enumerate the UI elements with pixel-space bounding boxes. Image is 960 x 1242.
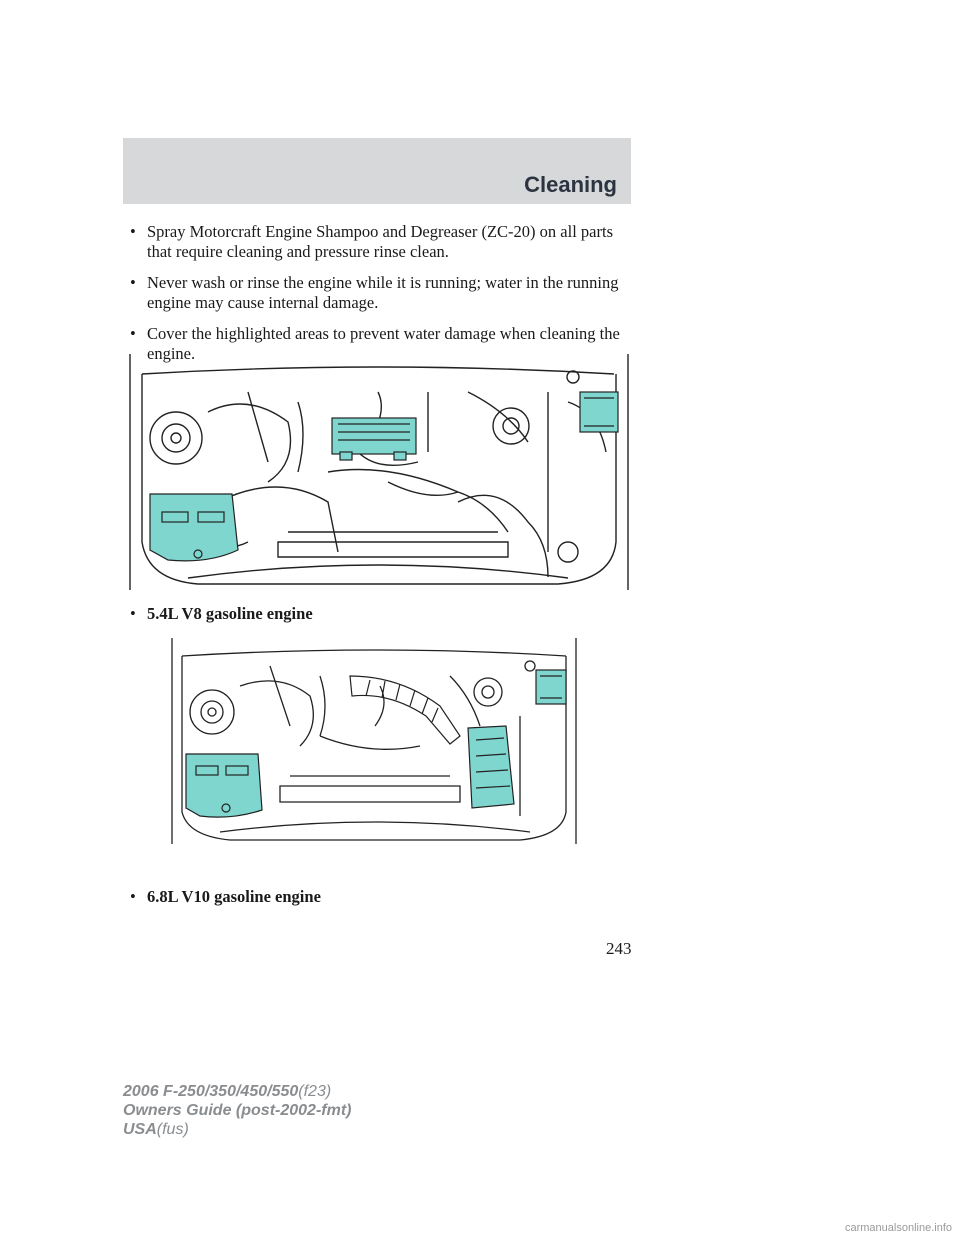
footer-guide: Owners Guide (post-2002-fmt) (123, 1102, 352, 1119)
figure-caption: • 5.4L V8 gasoline engine (127, 604, 313, 624)
list-item: • Never wash or rinse the engine while i… (127, 273, 637, 313)
bullet-icon: • (130, 887, 136, 906)
section-header: Cleaning (123, 138, 631, 204)
footer-model-code: (f23) (298, 1083, 332, 1100)
footer-model: 2006 F-250/350/450/550 (123, 1083, 299, 1100)
bullet-text: Spray Motorcraft Engine Shampoo and Degr… (147, 222, 613, 261)
highlight-fuse-box (579, 391, 619, 433)
bullet-icon: • (130, 222, 136, 241)
bullet-text: Never wash or rinse the engine while it … (147, 273, 619, 312)
bullet-text: Cover the highlighted areas to prevent w… (147, 324, 620, 363)
engine-illustration (129, 354, 629, 590)
footer-line: USA(fus) (123, 1120, 351, 1139)
list-item: • Cover the highlighted areas to prevent… (127, 324, 637, 364)
bullet-icon: • (130, 604, 136, 623)
engine-diagram-6-8l (170, 636, 580, 846)
section-title: Cleaning (524, 172, 617, 197)
highlight-battery (185, 753, 263, 818)
highlight-air-filter (331, 417, 417, 461)
page-number: 243 (606, 939, 632, 958)
watermark: carmanualsonline.info (844, 1222, 952, 1234)
highlight-intake-tube (349, 675, 461, 745)
highlight-fuse-box (535, 669, 567, 705)
caption-text: 6.8L V10 gasoline engine (147, 887, 321, 906)
bullet-icon: • (130, 324, 136, 343)
footer-market-code: (fus) (156, 1121, 189, 1138)
figure-caption: • 6.8L V10 gasoline engine (127, 887, 321, 907)
highlight-battery (149, 493, 239, 562)
footer-line: 2006 F-250/350/450/550(f23) (123, 1082, 351, 1101)
footer-market: USA (123, 1121, 157, 1138)
document-footer: 2006 F-250/350/450/550(f23) Owners Guide… (123, 1082, 351, 1139)
engine-diagram-5-4l (128, 352, 630, 592)
cleaning-instructions-list: • Spray Motorcraft Engine Shampoo and De… (127, 222, 637, 375)
highlight-air-filter (467, 725, 515, 809)
engine-illustration (171, 638, 577, 844)
footer-line: Owners Guide (post-2002-fmt) (123, 1101, 351, 1120)
bullet-icon: • (130, 273, 136, 292)
caption-text: 5.4L V8 gasoline engine (147, 604, 313, 623)
list-item: • Spray Motorcraft Engine Shampoo and De… (127, 222, 637, 262)
